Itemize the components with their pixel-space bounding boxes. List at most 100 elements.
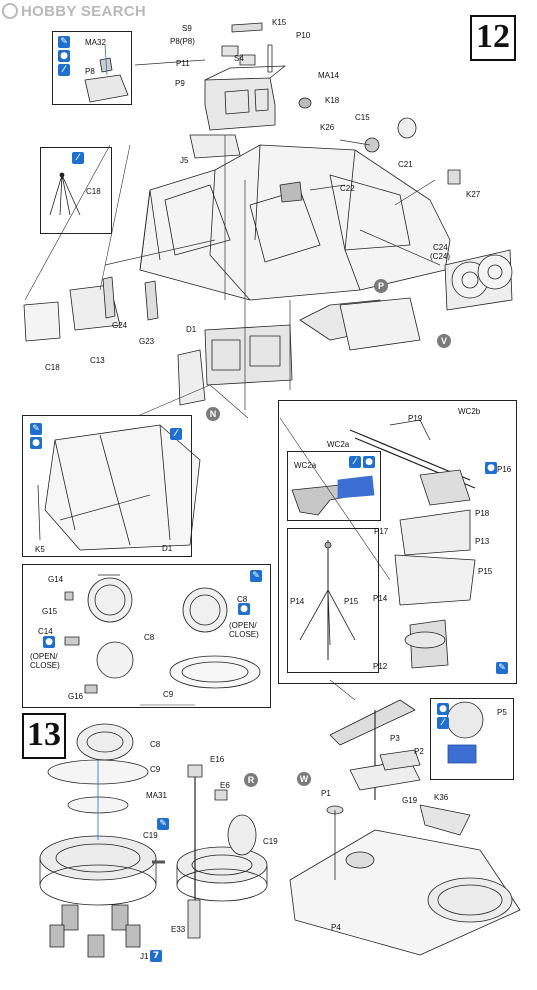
label-p18: P18	[475, 509, 490, 518]
label-s9: S9	[182, 24, 192, 33]
hobbysearch-logo: HOBBY SEARCH	[2, 2, 146, 20]
label-ma14: MA14	[318, 71, 339, 80]
label-k36: K36	[434, 793, 449, 802]
label-open-close-a2: CLOSE)	[30, 661, 60, 670]
label-g15: G15	[42, 607, 58, 616]
label-p14-a: P14	[290, 597, 305, 606]
inset-box-p5	[430, 698, 514, 780]
label-c8-c: C8	[150, 740, 161, 749]
paint-drop-icon: ●	[30, 437, 42, 449]
marker-p: P	[374, 279, 388, 293]
label-e6: E6	[220, 781, 230, 790]
brush-icon: ✎	[250, 570, 262, 582]
label-p13: P13	[475, 537, 490, 546]
label-wc2b: WC2b	[458, 407, 481, 416]
label-k15: K15	[272, 18, 287, 27]
logo-text: HOBBY SEARCH	[21, 2, 147, 20]
label-p8p8: P8(P8)	[170, 37, 195, 46]
marker-w: W	[297, 772, 311, 786]
label-p10: P10	[296, 31, 311, 40]
quantity-badge: 7	[150, 950, 162, 962]
inset-box-tripod	[287, 528, 379, 673]
label-c22: C22	[340, 184, 355, 193]
paint-drop-icon: ●	[58, 50, 70, 62]
label-c24: C24	[433, 243, 448, 252]
callout-c18-art	[24, 144, 131, 301]
glue-icon: ⁄	[58, 64, 70, 76]
label-c18-b: C18	[45, 363, 60, 372]
label-open-close-b2: CLOSE)	[229, 630, 259, 639]
label-s4: S4	[234, 54, 244, 63]
label-p15-b: P15	[478, 567, 493, 576]
cement-icon: ⁄	[170, 428, 182, 440]
label-c9-a: C9	[163, 690, 174, 699]
label-j1: J1	[140, 952, 149, 961]
label-c9-b: C9	[150, 765, 161, 774]
weapon-assembly-art	[291, 419, 476, 669]
label-d1-b: D1	[162, 544, 173, 553]
label-open-close-a: (OPEN/	[30, 652, 58, 661]
label-p4: P4	[331, 923, 341, 932]
label-c21: C21	[398, 160, 413, 169]
label-p15-a: P15	[344, 597, 359, 606]
label-open-close-b: (OPEN/	[229, 621, 257, 630]
cement-icon: ⁄	[437, 717, 449, 729]
label-c14: C14	[38, 627, 53, 636]
label-c19-b: C19	[263, 837, 278, 846]
paint-drop-icon: ●	[43, 636, 55, 648]
label-c8-b: C8	[237, 595, 248, 604]
cement-icon: ⁄	[72, 152, 84, 164]
label-e33: E33	[171, 925, 186, 934]
label-p3: P3	[390, 734, 400, 743]
callout-box-c18	[40, 147, 112, 234]
paint-drop-icon: ●	[485, 462, 497, 474]
label-p2: P2	[414, 747, 424, 756]
label-g19: G19	[402, 796, 418, 805]
step-number-13: 13	[22, 713, 66, 759]
label-g14: G14	[48, 575, 64, 584]
hatch-detail-art	[64, 574, 261, 694]
label-g24: G24	[112, 321, 128, 330]
brush-icon: ✎	[157, 818, 169, 830]
label-g16: G16	[68, 692, 84, 701]
brush-icon: ✎	[496, 662, 508, 674]
label-p9: P9	[175, 79, 185, 88]
label-p8-inset: P8	[85, 67, 95, 76]
label-c13: C13	[90, 356, 105, 365]
label-p11: P11	[176, 59, 190, 68]
label-p5: P5	[497, 708, 507, 717]
marker-r: R	[244, 773, 258, 787]
cement-icon: ⁄	[349, 456, 361, 468]
label-k18: K18	[325, 96, 340, 105]
detail-k5-art	[37, 424, 201, 551]
label-c8-a: C8	[144, 633, 155, 642]
marker-v: V	[437, 334, 451, 348]
inset-box-ma32	[52, 31, 132, 105]
hull-upper-assembly	[23, 22, 513, 410]
paint-drop-icon: ●	[363, 456, 375, 468]
detail-box-hatch	[22, 564, 271, 708]
label-j5: J5	[180, 156, 189, 165]
marker-n: N	[206, 407, 220, 421]
detail-box-weapon	[278, 400, 517, 684]
label-c24b: (C24)	[430, 252, 451, 261]
brush-icon: ✎	[58, 36, 70, 48]
rear-deck-art	[289, 699, 521, 956]
label-d1-a: D1	[186, 325, 197, 334]
label-ma31: MA31	[146, 791, 167, 800]
inset-ma32-art	[84, 44, 129, 103]
label-e16: E16	[210, 755, 225, 764]
label-wc2a-top: WC2a	[327, 440, 350, 449]
label-p1: P1	[321, 789, 331, 798]
paint-drop-icon: ●	[238, 603, 250, 615]
label-p17: P17	[374, 527, 389, 536]
label-p14-b: P14	[373, 594, 388, 603]
label-k26: K26	[320, 123, 335, 132]
brush-icon: ✎	[30, 423, 42, 435]
label-g23: G23	[139, 337, 155, 346]
label-k27: K27	[466, 190, 481, 199]
step13-hatch-art	[39, 723, 268, 958]
label-p16: P16	[497, 465, 512, 474]
label-k5: K5	[35, 545, 45, 554]
step-number-12: 12	[470, 15, 516, 61]
